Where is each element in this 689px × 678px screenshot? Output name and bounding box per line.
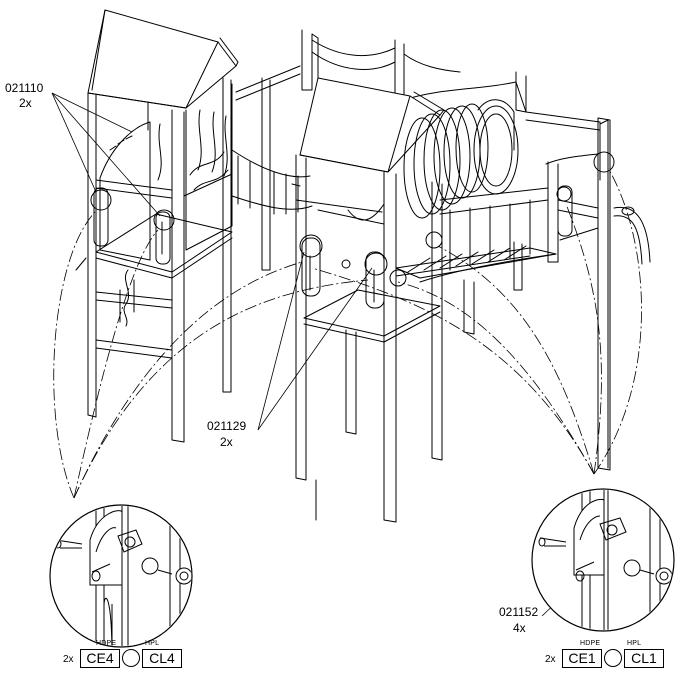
material-label-hdpe: HDPE: [96, 640, 117, 647]
material-label-hdpe: HDPE: [580, 640, 601, 647]
or-circle-icon: [122, 649, 140, 667]
back-frame: [157, 29, 601, 271]
quantity-label: 2x: [220, 435, 233, 449]
code-box: CL4: [142, 649, 182, 668]
right-tower: [545, 117, 615, 471]
material-label-hpl: HPL: [627, 640, 642, 647]
left-tower-post: [87, 92, 97, 418]
centre-tower: [291, 77, 519, 523]
callout-leaders: [51, 92, 581, 617]
centre-tower-post: [295, 154, 307, 481]
quantity-label: 4x: [513, 621, 526, 635]
curved-handrail: [613, 206, 651, 265]
left-tower: [75, 9, 239, 443]
centre-tower-post: [431, 181, 443, 461]
code-box: CL1: [624, 649, 664, 668]
or-circle-icon: [604, 649, 622, 667]
part-number-label: 021129: [207, 419, 247, 433]
left-tower-deck: [95, 213, 233, 273]
left-tower-side-panel: [99, 121, 151, 261]
part-number-label: 021152: [499, 605, 539, 619]
right-tower-post: [597, 117, 611, 471]
left-detail-view: [49, 504, 193, 648]
centre-tower-roof: [299, 77, 441, 173]
centre-tower-deck: [303, 289, 441, 337]
left-tower-post: [222, 77, 232, 393]
code-box: CE4: [80, 649, 120, 668]
part-number-label: 021110: [5, 81, 44, 95]
code-quantity: 2x: [63, 654, 74, 665]
right-tower-post: [547, 161, 559, 263]
material-label-hpl: HPL: [145, 640, 160, 647]
code-box: CE1: [562, 649, 602, 668]
rope-bridge-left: [231, 149, 311, 178]
left-tower-roof: [87, 9, 237, 109]
code-quantity: 2x: [545, 654, 556, 665]
net-bridge: [395, 187, 557, 335]
right-detail-view: [531, 488, 675, 632]
left-tower-post: [171, 109, 185, 443]
leader-lines: [53, 167, 642, 499]
centre-tower-post: [383, 171, 397, 523]
quantity-label: 2x: [19, 96, 32, 110]
